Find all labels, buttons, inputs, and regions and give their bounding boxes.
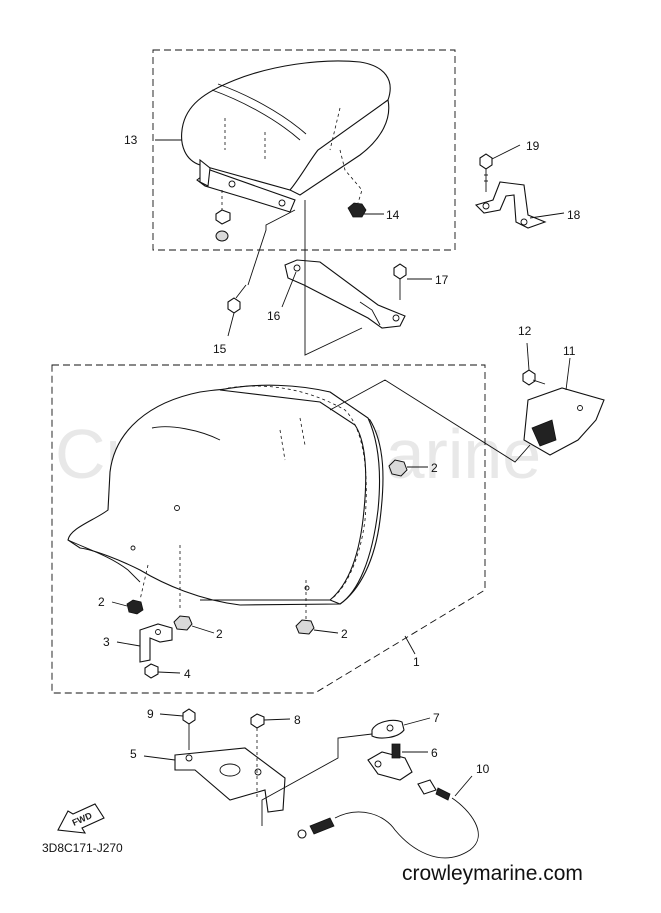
rider-seat[interactable] xyxy=(67,384,384,620)
leader-18 xyxy=(529,212,565,219)
callout-7: 7 xyxy=(433,711,440,725)
callout-11: 11 xyxy=(563,344,576,358)
nut-8[interactable] xyxy=(250,713,265,729)
callout-2-rear: 2 xyxy=(341,627,348,641)
callout-4: 4 xyxy=(184,667,191,681)
callout-5: 5 xyxy=(130,747,137,761)
bolt-9[interactable] xyxy=(182,708,196,750)
leader-8 xyxy=(263,718,291,721)
fwd-arrow-icon: FWD xyxy=(57,803,105,834)
assembly-line-15 xyxy=(247,209,296,286)
leader-5 xyxy=(143,755,176,761)
callout-12: 12 xyxy=(518,324,532,338)
assembly-line-11 xyxy=(329,379,531,463)
passenger-seat-group-border xyxy=(152,49,456,251)
callout-2-left: 2 xyxy=(98,595,105,609)
leader-16 xyxy=(281,271,297,308)
callout-14: 14 xyxy=(386,208,400,222)
leader-2-left xyxy=(111,601,128,607)
bracket-11[interactable] xyxy=(523,387,605,456)
callout-9: 9 xyxy=(147,707,154,721)
leader-12 xyxy=(526,342,530,371)
damper-2-left[interactable] xyxy=(126,599,144,615)
callout-19: 19 xyxy=(526,139,540,153)
passenger-seat-bracket xyxy=(196,158,296,213)
callout-13: 13 xyxy=(124,133,138,147)
damper-14[interactable] xyxy=(347,202,367,218)
seat-plate-5[interactable] xyxy=(174,747,286,813)
callout-15: 15 xyxy=(213,342,227,356)
bracket-3[interactable] xyxy=(139,623,173,663)
damper-2-rear[interactable] xyxy=(295,619,315,635)
bolt-15[interactable] xyxy=(227,284,247,314)
leader-2-center xyxy=(191,625,215,634)
bolt-19[interactable] xyxy=(479,153,493,192)
passenger-seat[interactable] xyxy=(181,60,391,196)
bolt-17[interactable] xyxy=(393,263,407,300)
callout-18: 18 xyxy=(567,208,581,222)
website-link[interactable]: crowleymarine.com xyxy=(402,862,583,885)
leader-2-rear xyxy=(313,629,339,634)
callout-3: 3 xyxy=(103,635,110,649)
damper-2-right[interactable] xyxy=(388,459,408,477)
leader-10 xyxy=(454,775,473,797)
bolt-12[interactable] xyxy=(522,369,546,386)
seat-lock-6[interactable] xyxy=(367,743,413,781)
leader-4 xyxy=(157,671,181,674)
leader-1 xyxy=(404,635,416,655)
grab-handle-18[interactable] xyxy=(474,181,547,229)
leader-7 xyxy=(403,717,431,726)
callout-17: 17 xyxy=(435,273,449,287)
callout-1: 1 xyxy=(413,655,420,669)
callout-6: 6 xyxy=(431,746,438,760)
leader-11 xyxy=(565,357,571,391)
assembly-line-16 xyxy=(304,200,363,356)
callout-8: 8 xyxy=(294,713,301,727)
leader-19 xyxy=(491,144,521,160)
nut-4[interactable] xyxy=(144,663,159,679)
diagram-code: 3D8C171-J270 xyxy=(42,841,123,855)
assembly-line-lock xyxy=(261,733,373,826)
callout-10: 10 xyxy=(476,762,490,776)
callout-2-right: 2 xyxy=(431,461,438,475)
callout-2-center: 2 xyxy=(216,627,223,641)
cable-10[interactable] xyxy=(297,779,479,859)
lock-plate-7[interactable] xyxy=(371,719,405,739)
leader-9 xyxy=(159,713,184,717)
bracket-16[interactable] xyxy=(284,259,406,329)
leader-3 xyxy=(116,641,141,647)
leader-15 xyxy=(227,312,235,337)
damper-2-center[interactable] xyxy=(173,615,193,631)
callout-16: 16 xyxy=(267,309,281,323)
passenger-seat-nut[interactable] xyxy=(215,209,231,242)
